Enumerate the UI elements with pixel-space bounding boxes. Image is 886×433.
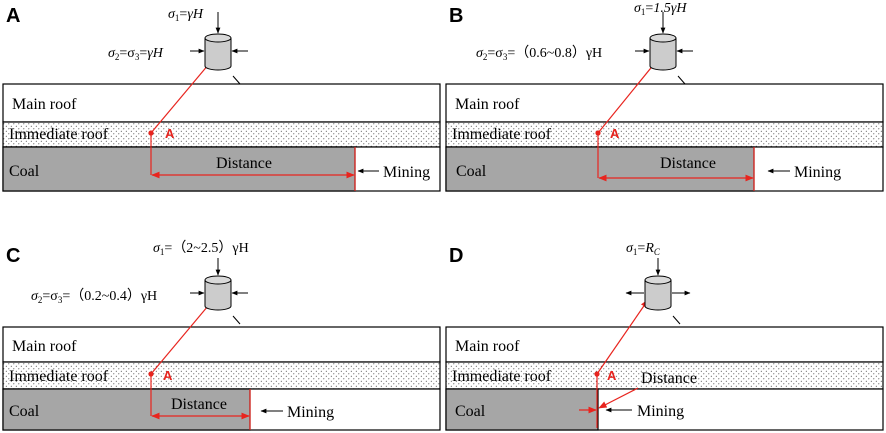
panel-letter: D: [449, 245, 463, 267]
distance-label: Distance: [641, 370, 697, 387]
point-a-label: A: [607, 368, 617, 383]
leader-arrow: [597, 57, 660, 134]
coal-label: Coal: [455, 403, 486, 420]
main-roof-label: Main roof: [12, 96, 77, 113]
coal-label: Coal: [9, 163, 40, 180]
immediate-roof-label: Immediate roof: [452, 126, 552, 143]
panel-b: B Main roof Immediate roof Coal Distance…: [445, 1, 884, 192]
panel-letter: B: [449, 5, 463, 27]
immediate-roof-label: Immediate roof: [9, 126, 109, 143]
mining-label: Mining: [794, 164, 841, 181]
stress-element-cylinder: [635, 12, 693, 85]
sigma1-label: σ1=1.5γH: [634, 1, 687, 17]
distance-label: Distance: [171, 396, 227, 413]
point-a-label: A: [610, 126, 620, 141]
coal-label: Coal: [456, 163, 487, 180]
stress-element-cylinder: [625, 258, 691, 325]
panel-letter: A: [6, 5, 20, 27]
main-roof-layer: [2, 326, 441, 363]
mining-label: Mining: [287, 404, 334, 421]
leader-arrow: [150, 299, 214, 375]
main-roof-layer: [2, 83, 441, 123]
sigma1-label: σ1=γH: [168, 7, 204, 23]
coal-seam: [445, 146, 755, 192]
sigma23-label: σ2=σ3=（0.6~0.8）γH: [476, 45, 602, 62]
distance-callout-arrow: [598, 387, 639, 409]
immediate-roof-layer: [445, 361, 884, 390]
coal-label: Coal: [9, 403, 40, 420]
coal-seam: [2, 388, 251, 431]
main-roof-label: Main roof: [455, 96, 520, 113]
immediate-roof-layer: [2, 361, 441, 390]
immediate-roof-label: Immediate roof: [9, 368, 109, 385]
panel-a: A Main roof Immediate roof Coal Distance…: [2, 5, 441, 192]
panel-d: D Main roof Immediate roof Coal Distance…: [445, 241, 884, 431]
coal-seam: [445, 388, 599, 431]
sigma23-label: σ2=σ3=γH: [108, 46, 164, 62]
stress-element-cylinder: [190, 258, 248, 325]
panel-c: C Main roof Immediate roof Coal Distance…: [2, 240, 441, 431]
point-a-label: A: [165, 126, 175, 141]
leader-arrow: [596, 299, 649, 375]
mining-label: Mining: [637, 403, 684, 420]
immediate-roof-layer: [2, 121, 441, 148]
sigma1-label: σ1=RC: [626, 241, 661, 257]
immediate-roof-label: Immediate roof: [452, 368, 552, 385]
distance-label: Distance: [660, 155, 716, 172]
sigma1-label: σ1=（2~2.5）γH: [153, 240, 249, 257]
coal-seam: [2, 146, 356, 192]
panel-letter: C: [6, 245, 20, 267]
point-a-label: A: [163, 368, 173, 383]
sigma23-label: σ2=σ3=（0.2~0.4）γH: [31, 288, 157, 305]
leader-arrow: [150, 57, 215, 134]
main-roof-label: Main roof: [455, 338, 520, 355]
main-roof-layer: [445, 326, 884, 363]
stress-element-cylinder: [190, 12, 248, 85]
main-roof-label: Main roof: [12, 338, 77, 355]
distance-label: Distance: [216, 155, 272, 172]
main-roof-layer: [445, 83, 884, 123]
mining-label: Mining: [383, 164, 430, 181]
immediate-roof-layer: [445, 121, 884, 148]
